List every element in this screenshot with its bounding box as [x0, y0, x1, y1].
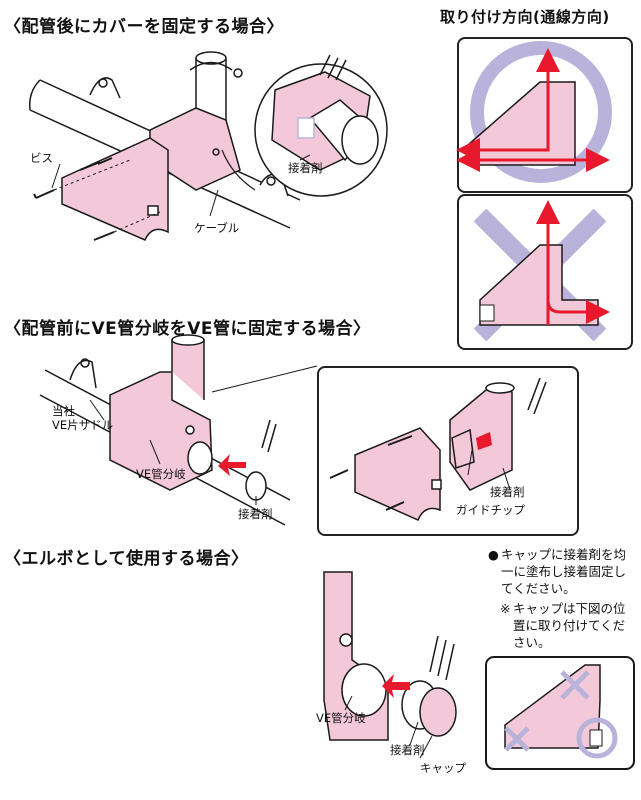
- note-cap-position-text: キャップは下図の位置に取り付けてください。: [513, 601, 626, 650]
- section-title-cover-after-piping: 〈配管後にカバーを固定する場合〉: [4, 17, 284, 37]
- label-adhesive-zoom: 接着剤: [288, 161, 323, 175]
- label-ve-branch-2: VE管分岐: [316, 711, 366, 725]
- direction-correct-drawing: [456, 41, 612, 183]
- section3-drawing: [323, 571, 457, 741]
- label-screw: ビス: [30, 151, 53, 165]
- note-bullet: ●: [488, 547, 499, 562]
- section2-drawing: [39, 334, 318, 526]
- label-adhesive-2: 接着剤: [238, 507, 273, 521]
- label-adhesive-4: 接着剤: [390, 743, 425, 757]
- note-cap-adhesive: ● キャップに接着剤を均一に塗布し接着固定してください。: [488, 546, 636, 597]
- label-saddle-text: 当社 VE片サドル: [52, 404, 114, 432]
- label-cap: キャップ: [420, 761, 466, 775]
- section1-drawing: [28, 51, 301, 241]
- note-cap-adhesive-text: キャップに接着剤を均一に塗布し接着固定してください。: [501, 547, 627, 596]
- label-adhesive-3: 接着剤: [490, 485, 525, 499]
- direction-panel-detail: [317, 366, 579, 536]
- cap-position-drawing: [485, 656, 635, 770]
- section-title-install-direction: 取り付け方向(通線方向): [440, 8, 610, 26]
- section1-zoom: [254, 54, 388, 197]
- note-cap-position: ※ キャップは下図の位置に取り付けてください。: [500, 600, 636, 651]
- direction-wrong-drawing: [473, 200, 610, 342]
- label-ve-branch-1: VE管分岐: [136, 467, 186, 481]
- section-title-before-piping: 〈配管前にVE管分岐をVE管に固定する場合〉: [4, 319, 371, 339]
- label-guide-chip: ガイドチップ: [456, 503, 525, 517]
- label-saddle: 当社 VE片サドル: [52, 404, 113, 432]
- section-title-elbow: 〈エルボとして使用する場合〉: [4, 549, 249, 569]
- note-ref-mark: ※: [500, 601, 511, 616]
- label-cable: ケーブル: [194, 221, 240, 235]
- section2-detail-drawing: [329, 377, 547, 521]
